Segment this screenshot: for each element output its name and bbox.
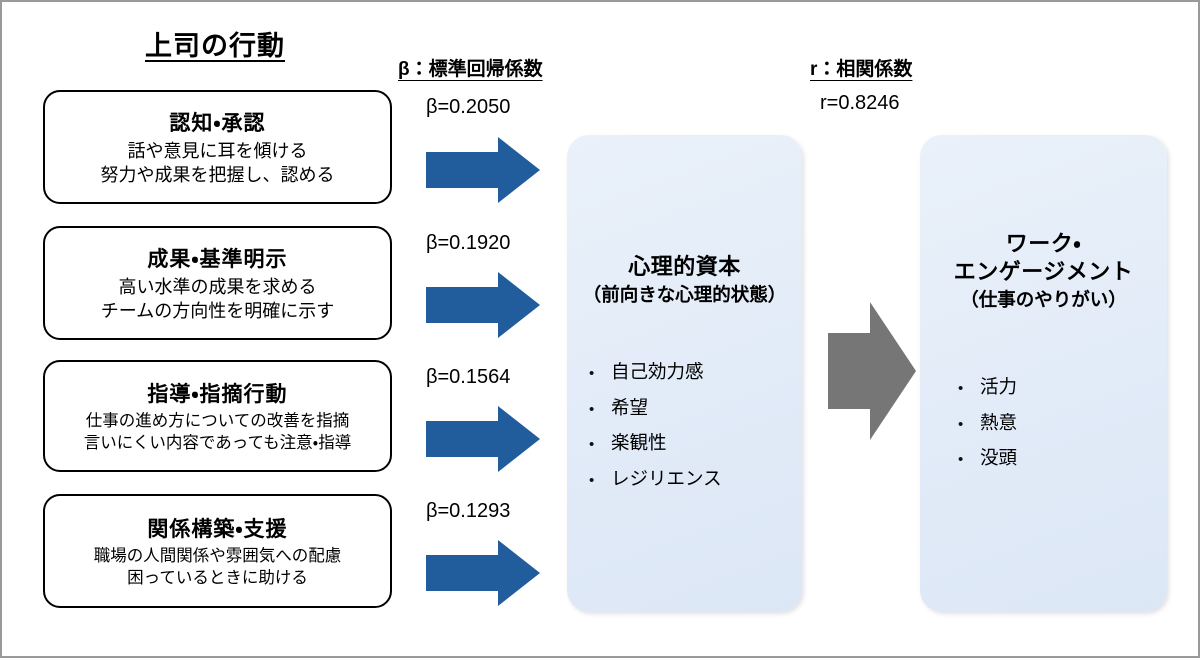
behavior-box-recognition[interactable]: 認知・承認 話や意見に耳を傾ける 努力や成果を把握し、認める bbox=[43, 90, 392, 204]
list-item: • 没頭 bbox=[958, 447, 1018, 468]
list-item: • レジリエンス bbox=[589, 467, 722, 489]
behavior-box-relationship[interactable]: 関係構築・支援 職場の人間関係や雰囲気への配慮 困っているときに助ける bbox=[43, 494, 392, 608]
panel-subtitle: （前向きな心理的状態） bbox=[582, 284, 787, 306]
behavior-box-title: 成果・基準明示 bbox=[147, 247, 288, 271]
panel-heading: ワーク・ エンゲージメント （仕事のやりがい） bbox=[920, 230, 1167, 312]
panel-title-line1: ワーク・ bbox=[1005, 231, 1082, 256]
gray-arrow-icon bbox=[828, 302, 916, 440]
blue-arrow-icon bbox=[426, 272, 540, 338]
bullet-icon: • bbox=[958, 380, 964, 397]
beta-value-standards: β=0.1920 bbox=[426, 232, 511, 254]
behavior-box-title: 関係構築・支援 bbox=[147, 517, 288, 541]
panel-title: 心理的資本 bbox=[628, 254, 741, 279]
behavior-box-line: 努力や成果を把握し、認める bbox=[100, 165, 335, 185]
r-value: r=0.8246 bbox=[820, 92, 900, 114]
bullet-icon: • bbox=[589, 436, 595, 453]
list-item: • 楽観性 bbox=[589, 432, 722, 453]
list-item-label: 楽観性 bbox=[611, 432, 667, 453]
psychological-capital-list: • 自己効力感 • 希望 • 楽観性 • レジリエンス bbox=[589, 361, 722, 505]
blue-arrow-icon bbox=[426, 540, 540, 606]
list-item-label: 希望 bbox=[611, 396, 649, 418]
panel-title-line2: エンゲージメント bbox=[953, 259, 1134, 285]
behavior-box-line: 困っているときに助ける bbox=[127, 569, 308, 587]
beta-value-relationship: β=0.1293 bbox=[426, 500, 511, 522]
behavior-box-title: 指導・指摘行動 bbox=[147, 382, 288, 406]
list-item-label: レジリエンス bbox=[611, 467, 722, 489]
panel-psychological-capital[interactable]: 心理的資本 （前向きな心理的状態） • 自己効力感 • 希望 • 楽観性 • レ… bbox=[567, 135, 802, 612]
behavior-box-line: 職場の人間関係や雰囲気への配慮 bbox=[93, 546, 342, 565]
behavior-box-title: 認知・承認 bbox=[169, 111, 266, 135]
blue-arrow-icon bbox=[426, 137, 540, 203]
behavior-box-guidance[interactable]: 指導・指摘行動 仕事の進め方についての改善を指摘 言いにくい内容であっても注意・… bbox=[43, 360, 392, 472]
panel-subtitle: （仕事のやりがい） bbox=[960, 289, 1127, 311]
list-item-label: 活力 bbox=[980, 376, 1018, 397]
beta-value-recognition: β=0.2050 bbox=[426, 96, 511, 118]
behavior-box-line: 高い水準の成果を求める bbox=[118, 276, 317, 297]
bullet-icon: • bbox=[958, 451, 964, 468]
page-title-behavior: 上司の行動 bbox=[145, 31, 285, 61]
work-engagement-list: • 活力 • 熱意 • 没頭 bbox=[958, 376, 1018, 485]
list-item-label: 自己効力感 bbox=[611, 361, 704, 382]
list-item: • 希望 bbox=[589, 396, 722, 418]
bullet-icon: • bbox=[958, 415, 964, 433]
beta-legend-title: β：標準回帰係数 bbox=[398, 59, 543, 80]
panel-work-engagement[interactable]: ワーク・ エンゲージメント （仕事のやりがい） • 活力 • 熱意 • 没頭 bbox=[920, 135, 1167, 612]
panel-heading: 心理的資本 （前向きな心理的状態） bbox=[567, 253, 802, 307]
list-item-label: 熱意 bbox=[980, 411, 1018, 433]
behavior-box-line: 仕事の進め方についての改善を指摘 bbox=[85, 411, 350, 430]
list-item-label: 没頭 bbox=[980, 447, 1018, 468]
behavior-box-line: チームの方向性を明確に示す bbox=[100, 301, 335, 321]
behavior-box-line: 話や意見に耳を傾ける bbox=[127, 140, 308, 161]
bullet-icon: • bbox=[589, 400, 595, 418]
bullet-icon: • bbox=[589, 365, 595, 382]
behavior-box-standards[interactable]: 成果・基準明示 高い水準の成果を求める チームの方向性を明確に示す bbox=[43, 226, 392, 340]
blue-arrow-icon bbox=[426, 406, 540, 472]
behavior-box-line: 言いにくい内容であっても注意・指導 bbox=[83, 434, 352, 452]
list-item: • 自己効力感 bbox=[589, 361, 722, 382]
list-item: • 活力 bbox=[958, 376, 1018, 397]
list-item: • 熱意 bbox=[958, 411, 1018, 433]
beta-value-guidance: β=0.1564 bbox=[426, 366, 511, 388]
r-legend-title: r：相関係数 bbox=[810, 59, 913, 80]
bullet-icon: • bbox=[589, 471, 595, 489]
